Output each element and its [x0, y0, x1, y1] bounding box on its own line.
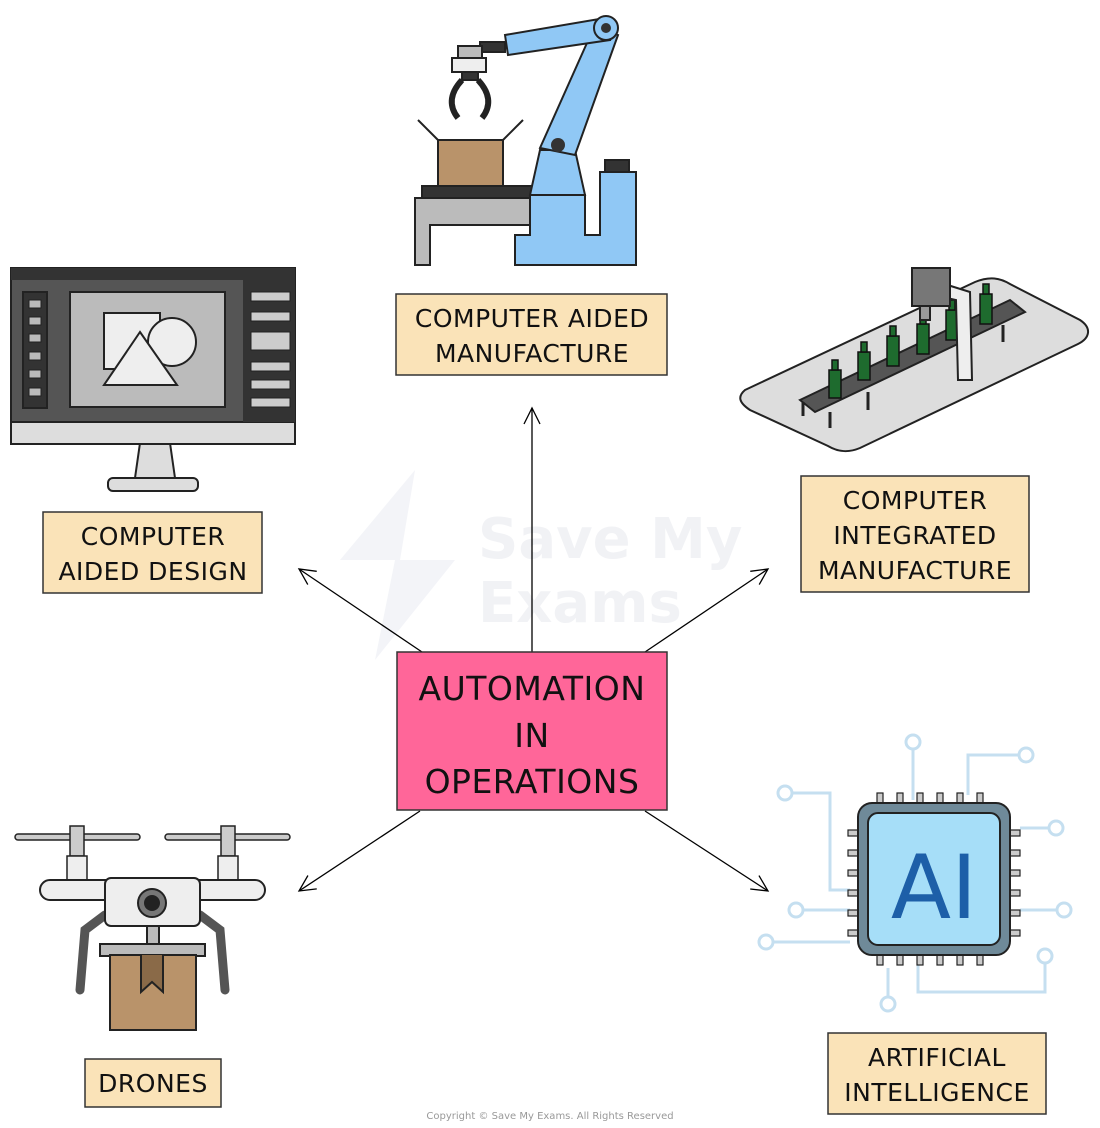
- svg-text:INTELLIGENCE: INTELLIGENCE: [844, 1078, 1030, 1107]
- computer-monitor-icon: [10, 267, 296, 492]
- drone-icon: [14, 825, 291, 1031]
- svg-text:AUTOMATION: AUTOMATION: [419, 669, 646, 708]
- svg-text:ARTIFICIAL: ARTIFICIAL: [868, 1043, 1006, 1072]
- svg-text:COMPUTER: COMPUTER: [81, 522, 226, 551]
- arrow-to-drones: [297, 810, 421, 892]
- cad-label: COMPUTER AIDED DESIGN: [42, 511, 263, 594]
- svg-text:Exams: Exams: [478, 571, 682, 636]
- arrow-to-ai: [644, 810, 770, 892]
- svg-text:OPERATIONS: OPERATIONS: [425, 762, 640, 801]
- drones-label: DRONES: [84, 1058, 222, 1108]
- svg-text:Save My: Save My: [478, 507, 742, 572]
- svg-text:COMPUTER: COMPUTER: [843, 486, 988, 515]
- ai-label: ARTIFICIAL INTELLIGENCE: [827, 1032, 1047, 1115]
- svg-text:COMPUTER AIDED: COMPUTER AIDED: [415, 304, 649, 333]
- ai-chip-text: AI: [891, 836, 977, 939]
- svg-text:MANUFACTURE: MANUFACTURE: [818, 556, 1012, 585]
- center-node: AUTOMATION IN OPERATIONS: [396, 651, 668, 811]
- cim-label: COMPUTER INTEGRATED MANUFACTURE: [800, 475, 1030, 593]
- watermark: Save My Exams: [340, 470, 742, 660]
- svg-text:INTEGRATED: INTEGRATED: [833, 521, 996, 550]
- svg-text:MANUFACTURE: MANUFACTURE: [435, 339, 629, 368]
- copyright: Copyright © Save My Exams. All Rights Re…: [426, 1111, 673, 1122]
- robotic-arm-icon: [414, 15, 637, 266]
- svg-text:AIDED DESIGN: AIDED DESIGN: [58, 557, 247, 586]
- svg-text:IN: IN: [514, 716, 549, 755]
- ai-chip-icon: AI: [757, 733, 1073, 1013]
- svg-text:DRONES: DRONES: [98, 1069, 208, 1098]
- arrows: [297, 406, 770, 892]
- conveyor-belt-icon: [739, 267, 1089, 453]
- arrow-to-cim: [644, 568, 770, 653]
- cam-label: COMPUTER AIDED MANUFACTURE: [395, 293, 668, 376]
- arrow-to-cad: [297, 568, 423, 653]
